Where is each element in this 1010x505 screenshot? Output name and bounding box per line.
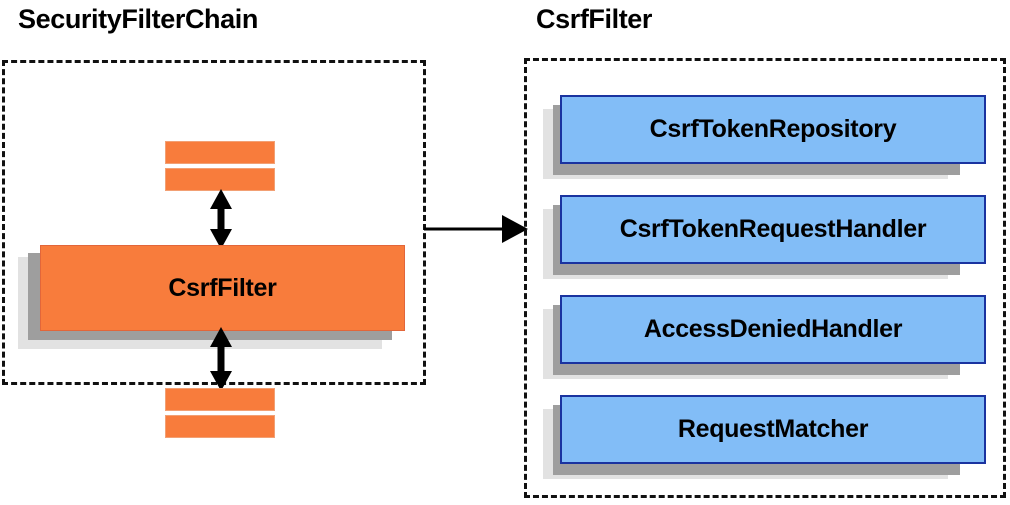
component-csrf-filter[interactable]: CsrfFilter <box>5 63 431 393</box>
component-access-denied-handler[interactable]: AccessDeniedHandler <box>540 295 990 385</box>
filter-bar-above-1[interactable] <box>165 141 275 164</box>
component-label: CsrfFilter <box>168 273 277 302</box>
component-label: CsrfTokenRepository <box>649 115 897 143</box>
chain-link-arrow-above <box>210 189 232 249</box>
component-label: RequestMatcher <box>677 415 869 443</box>
component-face[interactable]: CsrfTokenRepository <box>560 95 986 164</box>
filter-bar-above-2[interactable] <box>165 168 275 191</box>
component-request-matcher[interactable]: RequestMatcher <box>540 395 990 485</box>
filter-bar-below-2[interactable] <box>165 415 275 438</box>
component-face[interactable]: RequestMatcher <box>560 395 986 464</box>
component-label: CsrfTokenRequestHandler <box>619 215 927 243</box>
component-face[interactable]: AccessDeniedHandler <box>560 295 986 364</box>
panel-title-security-filter-chain: SecurityFilterChain <box>18 4 258 34</box>
component-face[interactable]: CsrfFilter <box>40 245 405 331</box>
filter-bar-below-1[interactable] <box>165 388 275 411</box>
component-label: AccessDeniedHandler <box>643 315 903 343</box>
panel-title-csrf-filter: CsrfFilter <box>536 4 653 34</box>
component-face[interactable]: CsrfTokenRequestHandler <box>560 195 986 264</box>
panel-csrf-filter <box>524 58 1006 498</box>
csrf-filter-expansion-arrow <box>424 215 528 243</box>
chain-link-arrow-below <box>210 327 232 391</box>
panel-security-filter-chain: CsrfFilter <box>2 60 426 438</box>
component-csrf-token-repository[interactable]: CsrfTokenRepository <box>540 95 990 185</box>
component-csrf-token-request-handler[interactable]: CsrfTokenRequestHandler <box>540 195 990 285</box>
